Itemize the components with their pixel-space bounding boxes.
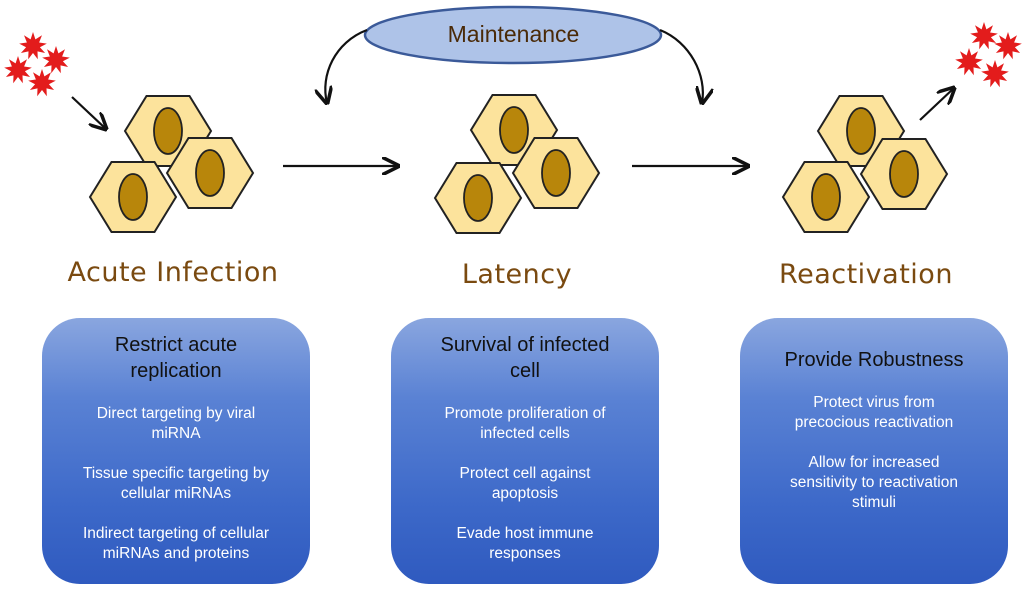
cell-nucleus — [811, 173, 841, 221]
maintenance-label: Maintenance — [447, 21, 580, 47]
cell-nucleus — [153, 107, 183, 155]
cell-nucleus — [846, 107, 876, 155]
latency-box: Survival of infected cell Promote prolif… — [391, 318, 659, 584]
box-item: Promote proliferation of infected cells — [444, 405, 606, 442]
cell-nucleus — [889, 150, 919, 198]
box-item: Tissue specific targeting by cellular mi… — [82, 465, 270, 502]
cell-nucleus — [118, 173, 148, 221]
cell-nucleus — [195, 149, 225, 197]
virus-particle-icon — [981, 60, 1009, 88]
box-title: Restrict acute replication — [114, 334, 238, 382]
acute-infection-box: Restrict acute replication Direct target… — [42, 318, 310, 584]
reactivation-box: Provide Robustness Protect virus from pr… — [740, 318, 1008, 584]
box-title: Provide Robustness — [784, 349, 964, 371]
cell-nucleus — [541, 149, 571, 197]
virus-particle-icon — [19, 32, 47, 60]
maintenance-ellipse — [363, 5, 663, 65]
virus-particle-icon — [28, 69, 56, 97]
virus-particle-icon — [955, 48, 983, 76]
maintenance-arrow-left — [325, 28, 368, 103]
cell-nucleus — [463, 174, 493, 222]
stage-title-latency: Latency — [461, 259, 573, 290]
box-item: Allow for increased sensitivity to react… — [790, 454, 958, 511]
cell-icon — [781, 161, 871, 233]
box-item: Protect cell against apoptosis — [459, 465, 591, 502]
box-item: Indirect targeting of cellular miRNAs an… — [82, 525, 270, 562]
virus-particle-icon — [42, 46, 70, 74]
virus-exit-arrow — [919, 88, 954, 121]
box-title: Survival of infected cell — [440, 334, 610, 382]
box-item: Direct targeting by viral miRNA — [96, 405, 256, 442]
stage-title-acute-infection: Acute Infection — [67, 257, 279, 288]
cell-icon — [88, 161, 178, 233]
maintenance-arrow-right — [659, 28, 703, 103]
box-item: Protect virus from precocious reactivati… — [794, 394, 954, 431]
cell-icon — [123, 95, 213, 167]
cell-icon — [859, 138, 949, 210]
virus-particle-icon — [994, 32, 1022, 60]
virus-entry-arrow — [71, 96, 106, 129]
virus-particle-icon — [4, 56, 32, 84]
cell-icon — [511, 137, 601, 209]
cell-icon — [165, 137, 255, 209]
box-item: Evade host immune responses — [456, 525, 594, 562]
virus-particle-icon — [970, 22, 998, 50]
stage-title-reactivation: Reactivation — [779, 259, 953, 290]
cell-icon — [433, 162, 523, 234]
cell-nucleus — [499, 106, 529, 154]
